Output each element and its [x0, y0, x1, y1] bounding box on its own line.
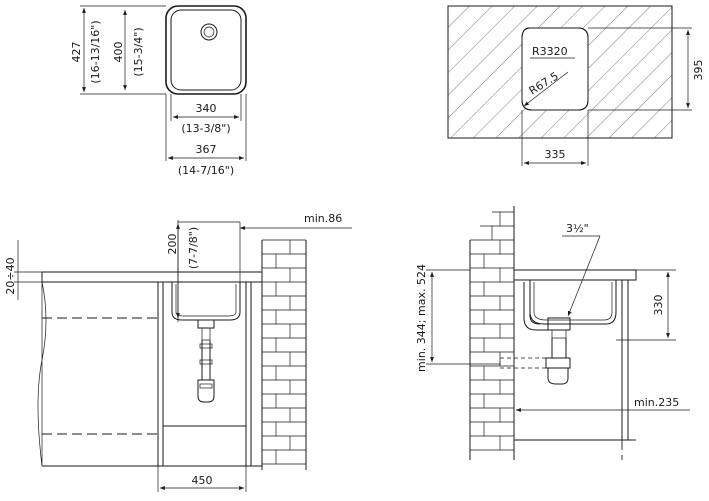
radius-corner-label: R67.5 [527, 69, 561, 97]
cutout-outline [521, 27, 589, 111]
dim-340-label: 340 [196, 102, 217, 115]
brick-wall-right [469, 206, 515, 460]
dim-427-inch-label: (16-13/16") [89, 20, 102, 83]
countertop-left [41, 271, 263, 283]
countertop-hatched [447, 5, 673, 139]
dim-330-label: 330 [652, 295, 665, 316]
dim-427-label: 427 [70, 42, 83, 63]
dim-20-40-label: 20÷40 [4, 257, 17, 294]
dim-min86-label: min.86 [304, 212, 342, 225]
drain-trap-right [499, 282, 571, 385]
sink-bowl-section-left [171, 282, 241, 321]
drain-inner-circle [203, 26, 215, 38]
drain-outer-circle [200, 23, 218, 41]
dim-400-label: 400 [112, 42, 125, 63]
brick-wall-left [261, 239, 307, 470]
dim-height-label: min. 344; max. 524 [415, 264, 428, 372]
dim-pipe-label: 3½" [566, 222, 589, 235]
dim-340-inch-label: (13-3/8") [181, 122, 230, 135]
dim-200-inch-label: (7-7/8") [187, 227, 200, 269]
dim-367-inch-label: (14-7/16") [178, 164, 234, 177]
cutout-view: R3320 R67.5 335 395 [447, 5, 705, 166]
radius-outer-label: R3320 [532, 45, 568, 58]
cabinet-left-outline [37, 281, 47, 467]
sink-bowl-section-right [529, 280, 617, 325]
side-view-right: 3½" min. 344; max. 524 330 min.235 [415, 206, 690, 460]
sink-outer-outline [165, 5, 247, 95]
sink-top-view: 427 (16-13/16") 400 (15-3/4") 340 (13-3/… [70, 5, 247, 177]
dim-335-label: 335 [545, 148, 566, 161]
radius-corner-leader [523, 71, 569, 107]
dim-pipe-leader [567, 235, 601, 317]
dim-200-label: 200 [166, 234, 179, 255]
countertop-right [513, 269, 637, 281]
sink-inner-bowl [170, 9, 242, 91]
dim-450-label: 450 [192, 474, 213, 487]
drain-trap-left [197, 319, 215, 403]
dim-395-label: 395 [692, 60, 705, 81]
side-view-left: 20÷40 200 (7-7/8") min.86 450 [4, 212, 352, 492]
dim-367-label: 367 [196, 143, 217, 156]
dim-400-inch-label: (15-3/4") [132, 27, 145, 76]
dim-min235-label: min.235 [634, 396, 679, 409]
